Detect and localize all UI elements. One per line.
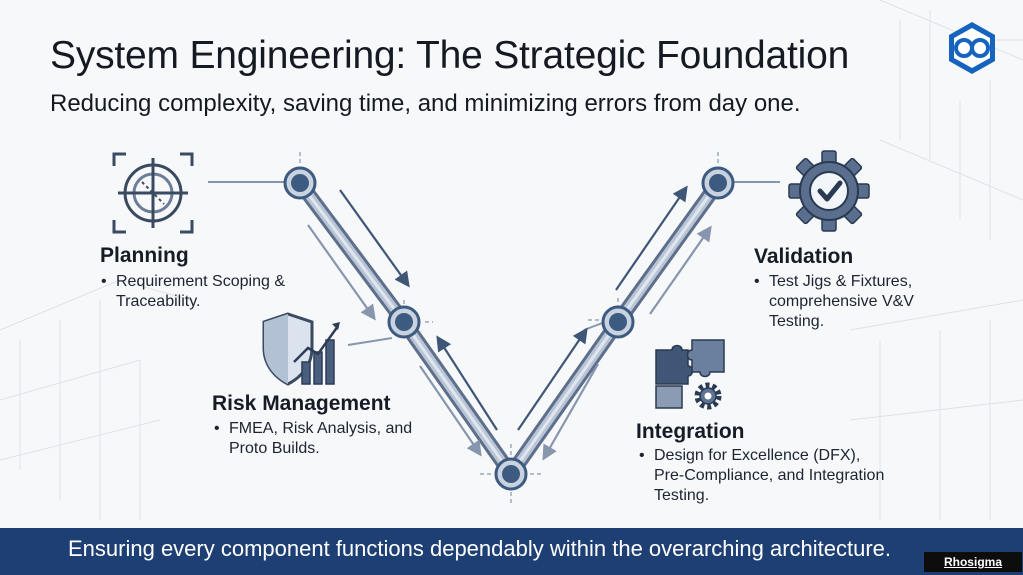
- risk-connector: [347, 337, 393, 346]
- risk-heading: Risk Management: [212, 392, 391, 415]
- node-validation: [701, 166, 735, 200]
- page-subtitle: Reducing complexity, saving time, and mi…: [50, 90, 801, 117]
- footer-bar: [0, 528, 1023, 575]
- shield-chart-icon: [262, 312, 340, 386]
- flow-arrow: [307, 224, 376, 321]
- planning-bullet: •Requirement Scoping & Traceability.: [101, 273, 285, 310]
- risk-bullet: •FMEA, Risk Analysis, and Proto Builds.: [214, 420, 413, 457]
- flow-arrow: [419, 365, 482, 457]
- node-planning: [283, 166, 317, 200]
- flow-arrow: [542, 363, 599, 461]
- validation-heading: Validation: [754, 245, 854, 268]
- validation-bullet: •Test Jigs & Fixtures, comprehensive V&V…: [754, 273, 914, 330]
- source-badge-link[interactable]: Rhosigma: [924, 552, 1022, 572]
- target-crosshair-icon: [112, 152, 194, 234]
- node-risk: [387, 305, 421, 339]
- flow-arrow: [649, 225, 712, 315]
- flow-arrow: [615, 185, 688, 291]
- node-integration: [601, 305, 635, 339]
- integration-heading: Integration: [636, 420, 745, 443]
- footer-text: Ensuring every component functions depen…: [68, 536, 892, 561]
- integration-bullet: •Design for Excellence (DFX), Pre-Compli…: [639, 447, 885, 504]
- page-title: System Engineering: The Strategic Founda…: [50, 34, 850, 77]
- flow-arrow: [517, 327, 588, 431]
- puzzle-gear-icon: [655, 339, 725, 410]
- company-logo-icon: [949, 22, 995, 74]
- node-bottom: [494, 457, 528, 491]
- flow-arrow: [436, 335, 498, 431]
- gear-check-icon: [788, 150, 870, 232]
- planning-heading: Planning: [100, 244, 189, 267]
- flow-arrow: [339, 189, 410, 288]
